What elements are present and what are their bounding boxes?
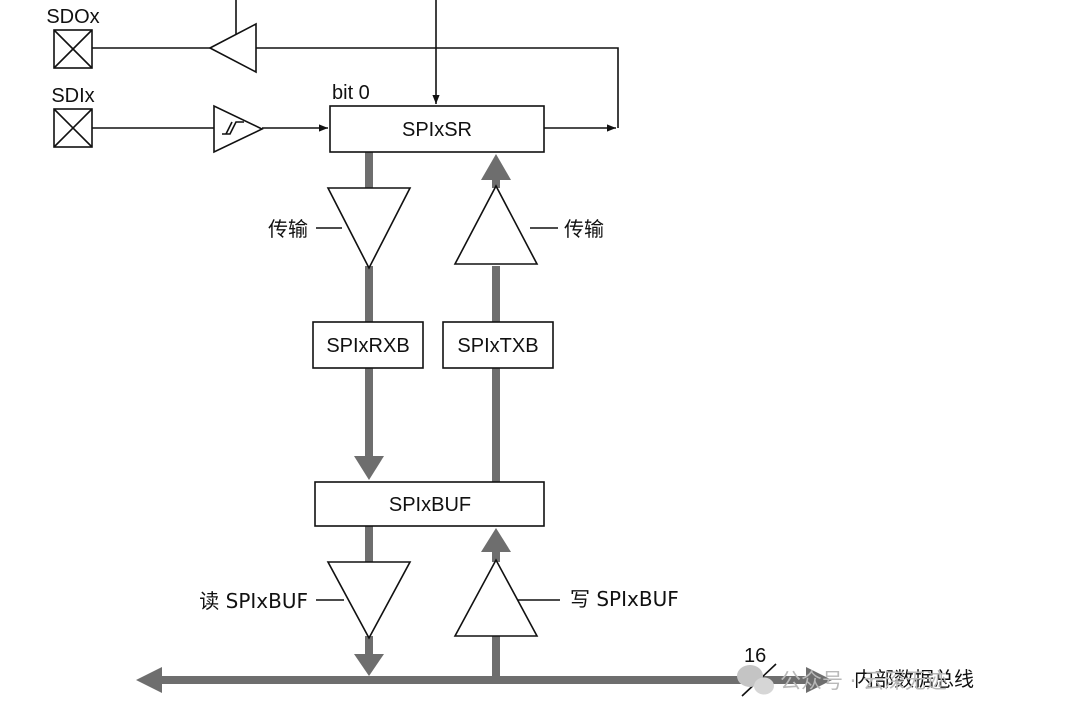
read-to-bus-arrowhead [354, 654, 384, 676]
sdo-pin-label: SDOx [46, 6, 99, 28]
data-path-arrowheads [136, 154, 832, 693]
write-buf-label: 写 SPIxBUF [570, 587, 679, 611]
sr-output-feedback [256, 47, 619, 128]
write-to-buf-arrowhead [481, 528, 511, 552]
bit0-label: bit 0 [332, 82, 370, 104]
internal-bus-label: 内部数据总线 [854, 667, 974, 691]
spixbuf-box [314, 481, 545, 527]
read-buf-label: 读 SPIxBUF [199, 589, 308, 613]
transfer-right-label: 传输 [564, 217, 604, 241]
read-buffer-icon [326, 561, 412, 640]
transfer-to-sr-arrowhead [481, 154, 511, 180]
sdi-schmitt-buffer-icon [213, 104, 264, 154]
spixsr-label: SPIxSR [402, 119, 472, 141]
spixtxb-box [442, 321, 554, 369]
spixrxb-box [312, 321, 424, 369]
transfer-left-label: 传输 [268, 217, 308, 241]
data-paths [160, 152, 808, 684]
tx-transfer-buffer-icon [453, 184, 539, 265]
sdo-output-buffer-icon [208, 22, 257, 74]
wechat-icon [737, 665, 774, 695]
spixtxb-label: SPIxTXB [457, 335, 538, 357]
sdi-pin-label: SDIx [51, 85, 94, 107]
spixrxb-label: SPIxRXB [326, 335, 409, 357]
spixsr-box [329, 105, 545, 153]
buffer-triangles [326, 184, 539, 640]
sdi-pin [53, 108, 93, 148]
bus-right-arrowhead [806, 667, 832, 693]
spixbuf-label: SPIxBUF [389, 494, 471, 516]
register-boxes [312, 105, 554, 527]
rxb-to-buf-arrowhead [354, 456, 384, 480]
rx-transfer-buffer-icon [326, 187, 412, 270]
signal-wires [92, 0, 619, 601]
bus-width-label: 16 [744, 645, 766, 667]
bus-left-arrowhead [136, 667, 162, 693]
write-buffer-icon [453, 558, 539, 637]
sdo-pin [53, 29, 93, 69]
watermark-text: 公众号 · 云深无迹 [780, 669, 947, 693]
